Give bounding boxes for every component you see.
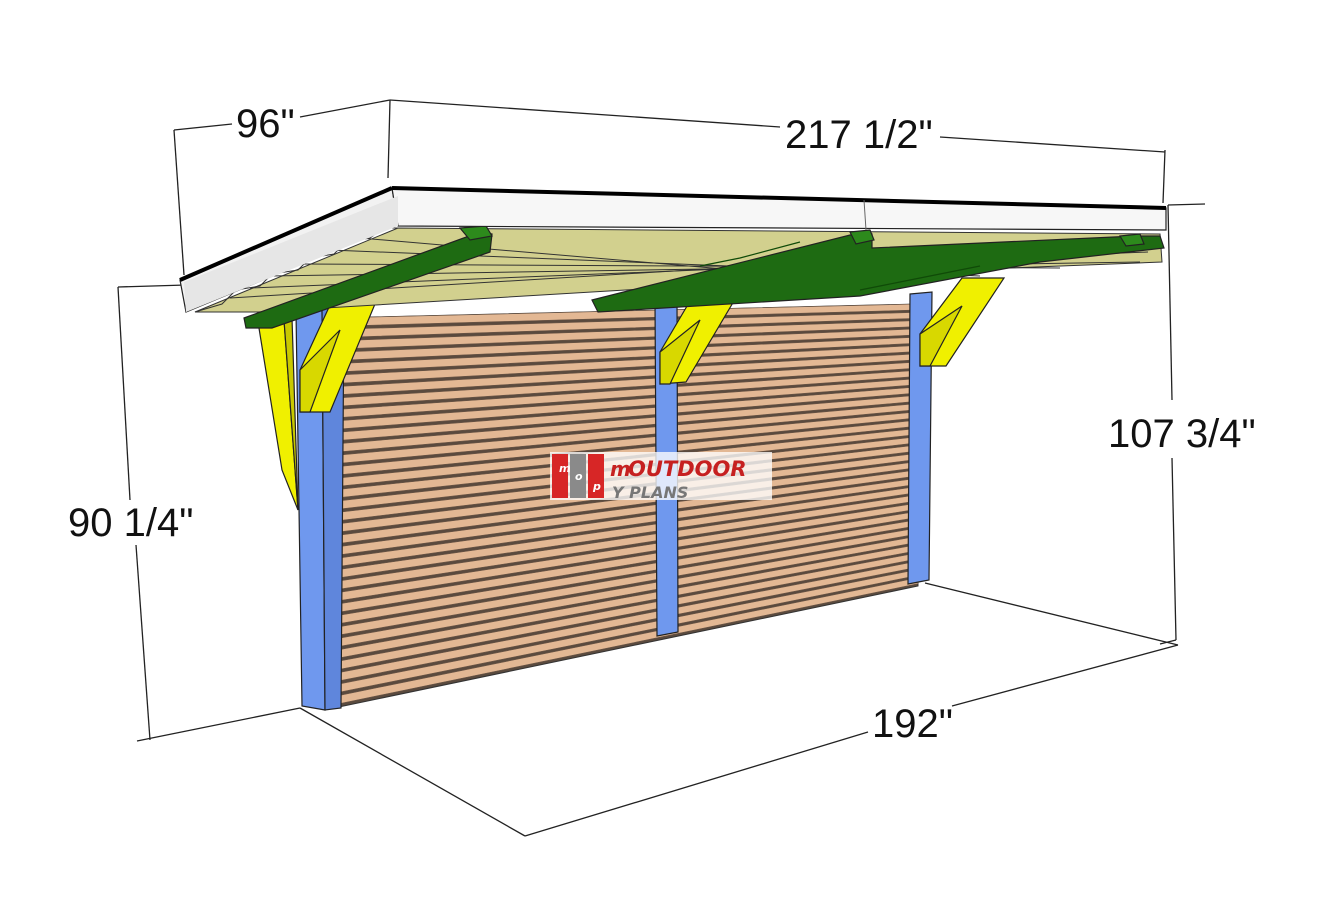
watermark-bg [550,452,772,500]
svg-text:m: m [610,457,631,481]
dim-height-front: 90 1/4" [68,501,193,545]
svg-text:p: p [592,480,601,493]
watermark-logo: m o p m [552,454,631,498]
back-wall-slats [331,303,919,709]
svg-text:o: o [575,470,583,483]
dimension-labels: 217 1/2" 96" 107 3/4" 90 1/4" 192" [68,102,1256,746]
watermark-line2: Y PLANS [612,483,688,502]
dim-depth-top: 96" [236,102,295,146]
braces [257,277,1006,511]
dimension-lines [117,99,1206,837]
beam [243,225,1165,329]
watermark-line1: OUTDOOR [628,457,747,481]
svg-text:m: m [559,462,570,475]
watermark: m o p m OUTDOOR Y PLANS [550,452,772,502]
roof-sheet [179,186,1167,313]
dim-width-top: 217 1/2" [785,113,933,157]
dim-height-back: 107 3/4" [1108,412,1256,456]
dim-length-bottom: 192" [872,702,953,746]
roof-front-edge [391,187,1167,231]
